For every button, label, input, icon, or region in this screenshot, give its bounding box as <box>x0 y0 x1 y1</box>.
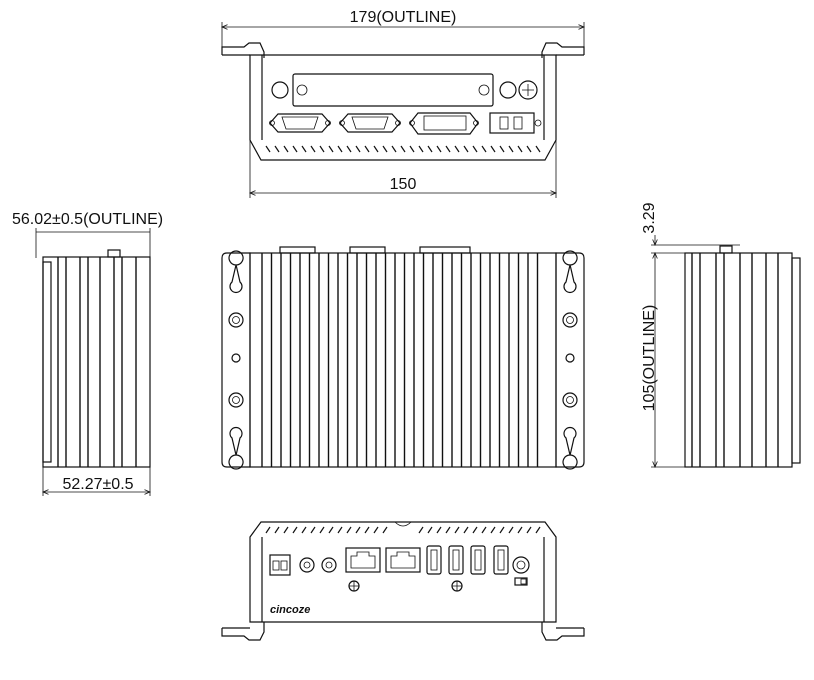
usb-port <box>470 545 486 575</box>
vent-slot <box>346 145 352 153</box>
vent-slot <box>490 145 496 153</box>
dvi-port <box>409 112 479 135</box>
left-side-view: 56.02±0.5(OUTLINE) 52.27±0.5 <box>12 211 163 496</box>
vent-slot <box>292 526 298 534</box>
vent-slot <box>355 526 361 534</box>
usb-port <box>426 545 442 575</box>
vent-slot <box>481 526 487 534</box>
vent-slot <box>472 526 478 534</box>
lan-port-2 <box>385 547 421 573</box>
vent-slot <box>373 145 379 153</box>
vent-slot <box>301 145 307 153</box>
com-port-2 <box>339 113 401 133</box>
dim-side-outline: 56.02±0.5(OUTLINE) <box>12 211 163 228</box>
dim-top-inner: 150 <box>390 176 417 193</box>
vent-slot <box>463 145 469 153</box>
com-port-1 <box>269 113 331 133</box>
vent-slot <box>319 526 325 534</box>
usb-port-tongue <box>452 549 460 571</box>
vent-slot <box>490 526 496 534</box>
top-rear-view: 179(OUTLINE) <box>222 9 584 198</box>
vent-slot <box>310 145 316 153</box>
screw-icon-2 <box>451 580 463 592</box>
vent-slot <box>463 526 469 534</box>
usb-port <box>448 545 464 575</box>
dim-right-height: 105(OUTLINE) <box>641 305 658 412</box>
vent-slot <box>310 526 316 534</box>
vent-slot <box>445 526 451 534</box>
vent-slot <box>409 145 415 153</box>
vent-slot <box>508 145 514 153</box>
vent-slot <box>508 526 514 534</box>
right-side-view: 3.29 105(OUTLINE) <box>641 202 801 467</box>
vent-slot <box>436 526 442 534</box>
front-io-view: cincoze <box>221 521 585 641</box>
vent-slot <box>283 145 289 153</box>
vent-slot <box>400 145 406 153</box>
vent-slot <box>319 145 325 153</box>
usb-port-tongue <box>497 549 505 571</box>
remote-power-terminal <box>269 554 291 576</box>
vent-slot <box>346 526 352 534</box>
vent-slot <box>382 526 388 534</box>
vent-slot <box>373 526 379 534</box>
vent-slot <box>427 526 433 534</box>
vent-slot <box>337 526 343 534</box>
vent-slot <box>427 145 433 153</box>
audio-jack-2 <box>321 557 337 573</box>
vent-slot <box>382 145 388 153</box>
vent-slot <box>265 526 271 534</box>
vent-slot <box>418 145 424 153</box>
lan-port-1 <box>345 547 381 573</box>
vent-slot <box>499 526 505 534</box>
vent-slot <box>526 526 532 534</box>
usb-port-tongue <box>430 549 438 571</box>
vent-slot <box>364 526 370 534</box>
vent-slot <box>337 145 343 153</box>
vent-slot <box>454 145 460 153</box>
vent-slot <box>418 526 424 534</box>
vent-slot <box>535 526 541 534</box>
power-button <box>512 556 530 586</box>
vent-slot <box>517 526 523 534</box>
vent-slot <box>328 145 334 153</box>
dim-right-offset: 3.29 <box>641 202 658 233</box>
vent-slot <box>328 526 334 534</box>
vent-slot <box>445 145 451 153</box>
vent-slot <box>454 526 460 534</box>
usb-port-tongue <box>474 549 482 571</box>
front-top-view <box>221 246 585 470</box>
vent-slot <box>265 145 271 153</box>
vent-slot <box>355 145 361 153</box>
vent-slot <box>274 145 280 153</box>
screw-icon-1 <box>348 580 360 592</box>
audio-jack-1 <box>299 557 315 573</box>
vent-slot <box>499 145 505 153</box>
vent-slot <box>283 526 289 534</box>
vent-slot <box>436 145 442 153</box>
usb-port <box>493 545 509 575</box>
dim-side-depth: 52.27±0.5 <box>62 476 133 493</box>
vent-slot <box>517 145 523 153</box>
power-connector <box>489 112 542 134</box>
vent-slot <box>274 526 280 534</box>
vent-slot <box>535 145 541 153</box>
vent-slot <box>391 145 397 153</box>
vent-slot <box>526 145 532 153</box>
vent-slot <box>292 145 298 153</box>
vent-slot <box>472 145 478 153</box>
dim-top-width: 179(OUTLINE) <box>350 9 457 26</box>
vent-slot <box>301 526 307 534</box>
vent-slot <box>481 145 487 153</box>
brand-logo: cincoze <box>270 604 310 616</box>
vent-slot <box>364 145 370 153</box>
